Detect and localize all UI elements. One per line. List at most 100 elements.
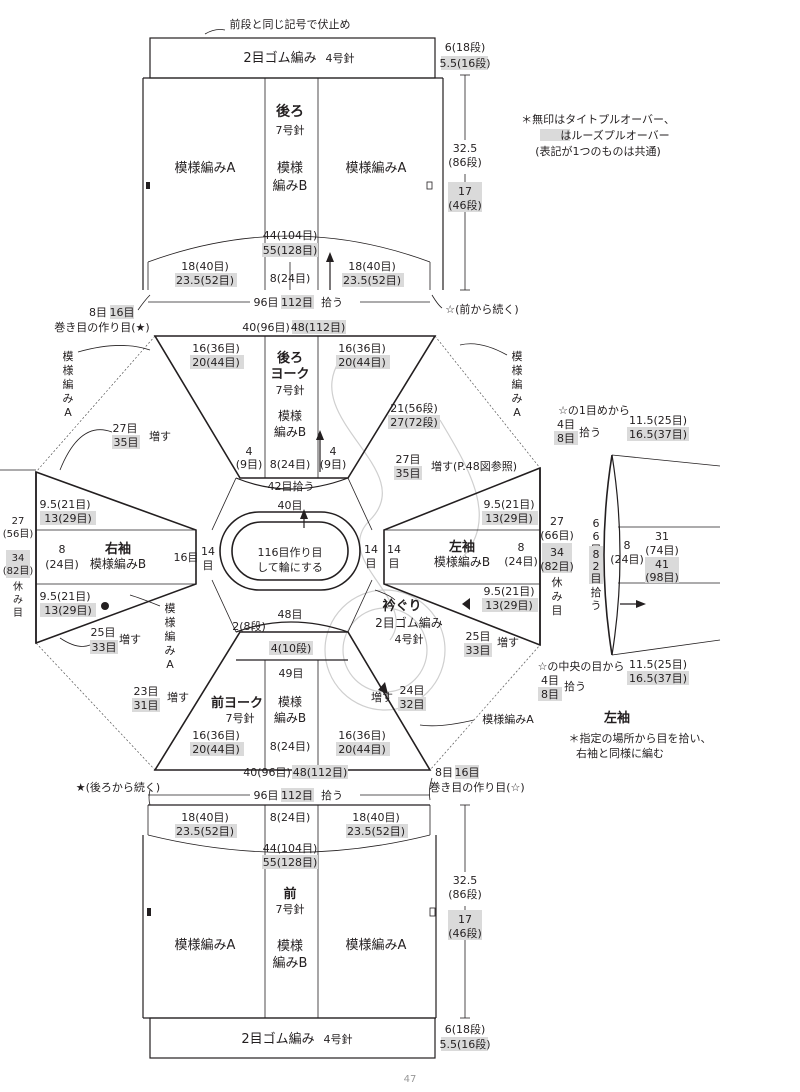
front-yoke-title: 前ヨーク bbox=[211, 695, 263, 711]
front-height-b: 17 bbox=[458, 913, 472, 926]
left-sleeve-title: 左袖 bbox=[449, 539, 475, 555]
back-ribbing-label: 2目ゴム編み bbox=[243, 50, 316, 66]
front-pickup-suffix: 拾う bbox=[321, 788, 343, 802]
back-pattern-a-right: 模様編みA bbox=[346, 160, 407, 176]
right-sleeve-inner: 16目 bbox=[174, 551, 199, 564]
back-stitches-a: 44(104目) bbox=[263, 229, 318, 242]
back-side-a-right: 18(40目) bbox=[348, 260, 396, 273]
legend-line-2: はルーズプルオーバー bbox=[560, 128, 669, 142]
left-sleeve-pattern: 模様編みB bbox=[434, 554, 490, 569]
detail-note-2: 右袖と同様に編む bbox=[576, 746, 664, 760]
collar-title: 衿ぐり bbox=[382, 598, 421, 614]
back-yoke-bottom-right-2: (9目) bbox=[320, 458, 347, 471]
front-yoke-inc2-label: 増す bbox=[371, 691, 393, 704]
detail-top-a: 4目 bbox=[557, 418, 575, 431]
front-stitches-b: 55(128目) bbox=[263, 856, 318, 869]
front-needle: 7号針 bbox=[276, 902, 305, 916]
front-yoke-needle: 7号針 bbox=[226, 711, 255, 725]
back-yoke-inc-ref: 増す(P.48図参照) bbox=[431, 459, 517, 473]
left-sleeve-top-b: 13(29目) bbox=[485, 512, 533, 525]
back-yoke-right-b: 20(44目) bbox=[338, 356, 386, 369]
front-yoke-inc-b: 31目 bbox=[134, 699, 159, 712]
detail-len-a: 11.5(25目) bbox=[629, 414, 687, 427]
left-sleeve-bottom-b: 13(29目) bbox=[485, 599, 533, 612]
back-yoke-bottom-center: 8(24目) bbox=[270, 458, 311, 471]
back-pickup: 96目 bbox=[254, 296, 279, 309]
detail-bottom-pick: 拾う bbox=[564, 679, 586, 693]
back-yoke-left-a: 16(36目) bbox=[192, 342, 240, 355]
right-sleeve-inner2-2: 目 bbox=[203, 559, 214, 572]
detail-bottom-a: 4目 bbox=[541, 674, 559, 687]
front-yoke-pattern-a: 模様編みA bbox=[482, 712, 534, 726]
right-sleeve-rest: 休み目 bbox=[13, 581, 23, 619]
back-yoke-left-b: 20(44目) bbox=[192, 356, 240, 369]
front-yoke-bottom-a: 40(96目) bbox=[243, 766, 291, 779]
collar-bottom: 48目 bbox=[278, 608, 303, 621]
left-sleeve-edge-b-1: 34 bbox=[550, 546, 564, 559]
front-pattern-b-2: 編みB bbox=[273, 955, 308, 971]
front-yoke-cast-on-a: 8目 bbox=[435, 766, 453, 779]
back-yoke-inc2-a: 27目 bbox=[396, 453, 421, 466]
collar-needle: 4号針 bbox=[395, 632, 424, 646]
back-height-a: 32.5 bbox=[453, 142, 478, 155]
collar-center-1: 116目作り目 bbox=[258, 546, 323, 559]
collar-top: 40目 bbox=[278, 499, 303, 512]
back-height-a-rows: (86段) bbox=[448, 155, 482, 169]
front-stitches-a: 44(104目) bbox=[263, 842, 318, 855]
front-height-a: 32.5 bbox=[453, 874, 478, 887]
front-yoke-inc2-a: 24目 bbox=[400, 684, 425, 697]
back-ribbing-rows-a: 6(18段) bbox=[445, 40, 486, 54]
collar-center-2: して輪にする bbox=[257, 560, 323, 574]
front-pattern-b-1: 模様 bbox=[277, 939, 303, 954]
left-sleeve-inc-b: 33目 bbox=[466, 644, 491, 657]
detail-top-note: ☆の1目めから bbox=[558, 404, 630, 417]
front-side-b-left: 23.5(52目) bbox=[176, 825, 234, 838]
detail-len2-b: 16.5(37目) bbox=[629, 672, 687, 685]
collar-bottom-pick: 49目 bbox=[279, 667, 304, 680]
back-pattern-b-2: 編みB bbox=[273, 178, 308, 194]
right-sleeve-mid-1: 8 bbox=[59, 543, 66, 556]
back-cast-on-b: 16目 bbox=[110, 306, 135, 319]
right-sleeve-edge-b-1: 34 bbox=[12, 553, 25, 564]
front-yoke-right-b: 20(44目) bbox=[338, 743, 386, 756]
left-sleeve-rest: 休み目 bbox=[552, 576, 563, 617]
front-yoke-inc-a: 23目 bbox=[134, 685, 159, 698]
back-yoke-side-inc-a: 21(56段) bbox=[390, 401, 438, 415]
left-sleeve-edge-a-1: 27 bbox=[550, 515, 564, 528]
back-center: 8(24目) bbox=[270, 272, 311, 285]
front-pickup: 96目 bbox=[254, 789, 279, 802]
detail-top-b: 8目 bbox=[557, 432, 575, 445]
detail-note-1: ＊指定の場所から目を拾い、 bbox=[569, 731, 712, 745]
right-sleeve bbox=[35, 470, 197, 645]
left-sleeve-inner-1: 14 bbox=[387, 543, 401, 556]
back-side-b-right: 23.5(52目) bbox=[343, 274, 401, 287]
detail-width-a-1: 31 bbox=[655, 530, 669, 543]
left-sleeve-edge-b-2: (82目) bbox=[540, 560, 574, 573]
back-pickup-b: 112目 bbox=[281, 296, 313, 309]
collar-right-1: 14 bbox=[364, 543, 378, 556]
front-yoke-cast-on-label: 巻き目の作り目(☆) bbox=[429, 781, 524, 794]
right-sleeve-top-b: 13(29目) bbox=[44, 512, 92, 525]
detail-caption: 左袖 bbox=[604, 710, 630, 726]
left-sleeve-inc-a: 25目 bbox=[466, 630, 491, 643]
detail-top-pick: 拾う bbox=[579, 425, 601, 439]
back-height-b: 17 bbox=[458, 185, 472, 198]
right-sleeve-pattern: 模様編みB bbox=[90, 556, 146, 571]
back-yoke-inc2-b: 35目 bbox=[396, 467, 421, 480]
back-yoke-title-1: 後ろ bbox=[277, 350, 303, 366]
back-side-b-left: 23.5(52目) bbox=[176, 274, 234, 287]
back-yoke-bottom-left-1: 4 bbox=[246, 445, 253, 458]
detail-mid-2: (24目) bbox=[610, 553, 644, 566]
front-yoke-pattern-1: 模様 bbox=[278, 695, 302, 709]
back-yoke-bottom-left-2: (9目) bbox=[236, 458, 263, 471]
left-sleeve-inner-2: 目 bbox=[389, 557, 400, 570]
left-sleeve-edge-a-2: (66目) bbox=[540, 529, 574, 542]
page-number: 47 bbox=[404, 1074, 417, 1085]
back-yoke-title-2: ヨーク bbox=[270, 367, 309, 382]
detail-len-b: 16.5(37目) bbox=[629, 428, 687, 441]
back-yoke-bottom-right-1: 4 bbox=[330, 445, 337, 458]
right-sleeve-top-a: 9.5(21目) bbox=[39, 498, 90, 511]
detail-mid-1: 8 bbox=[624, 539, 631, 552]
